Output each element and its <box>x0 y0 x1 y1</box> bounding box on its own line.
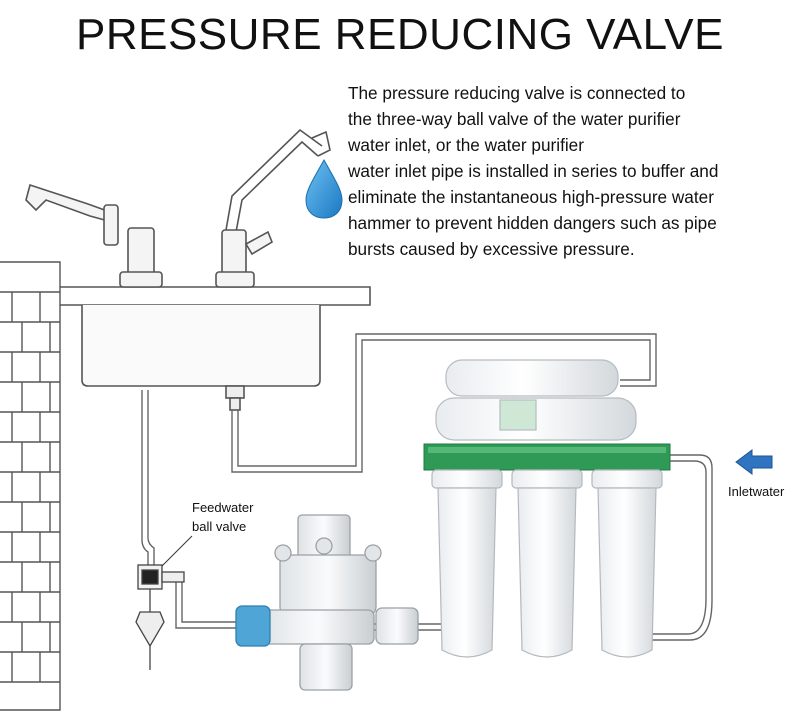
inlet-arrow-icon <box>735 449 773 475</box>
countertop <box>60 286 371 306</box>
faucet-left <box>25 183 163 288</box>
page-title: PRESSURE REDUCING VALVE <box>75 10 725 59</box>
description-line: The pressure reducing valve is connected… <box>348 83 686 103</box>
label-leader-line <box>161 535 193 567</box>
feedwater-label-line: ball valve <box>192 519 247 534</box>
water-drop-icon <box>305 158 343 219</box>
inlet-water-label: Inletwater <box>728 484 785 499</box>
feedwater-label-line: Feedwater <box>192 500 254 515</box>
feedwater-ball-valve <box>135 564 185 670</box>
description-line: the three-way ball valve of the water pu… <box>348 109 681 129</box>
sink-basin <box>81 305 321 411</box>
description-line: water inlet, or the water purifier <box>348 135 584 155</box>
description-line: eliminate the instantaneous high-pressur… <box>348 187 714 207</box>
description-line: water inlet pipe is installed in series … <box>348 161 719 181</box>
pressure-reducing-valve <box>235 514 419 691</box>
description-line: bursts caused by excessive pressure. <box>348 239 635 259</box>
feedwater-ball-valve-label: Feedwater ball valve <box>192 498 253 536</box>
filter-housings <box>431 469 663 658</box>
brick-wall <box>0 261 61 711</box>
description-text: The pressure reducing valve is connected… <box>348 80 793 262</box>
filter-mounting-plate-edge <box>428 447 666 453</box>
purifier-top-modules <box>435 359 637 441</box>
description-line: hammer to prevent hidden dangers such as… <box>348 213 717 233</box>
faucet-right <box>215 128 331 288</box>
